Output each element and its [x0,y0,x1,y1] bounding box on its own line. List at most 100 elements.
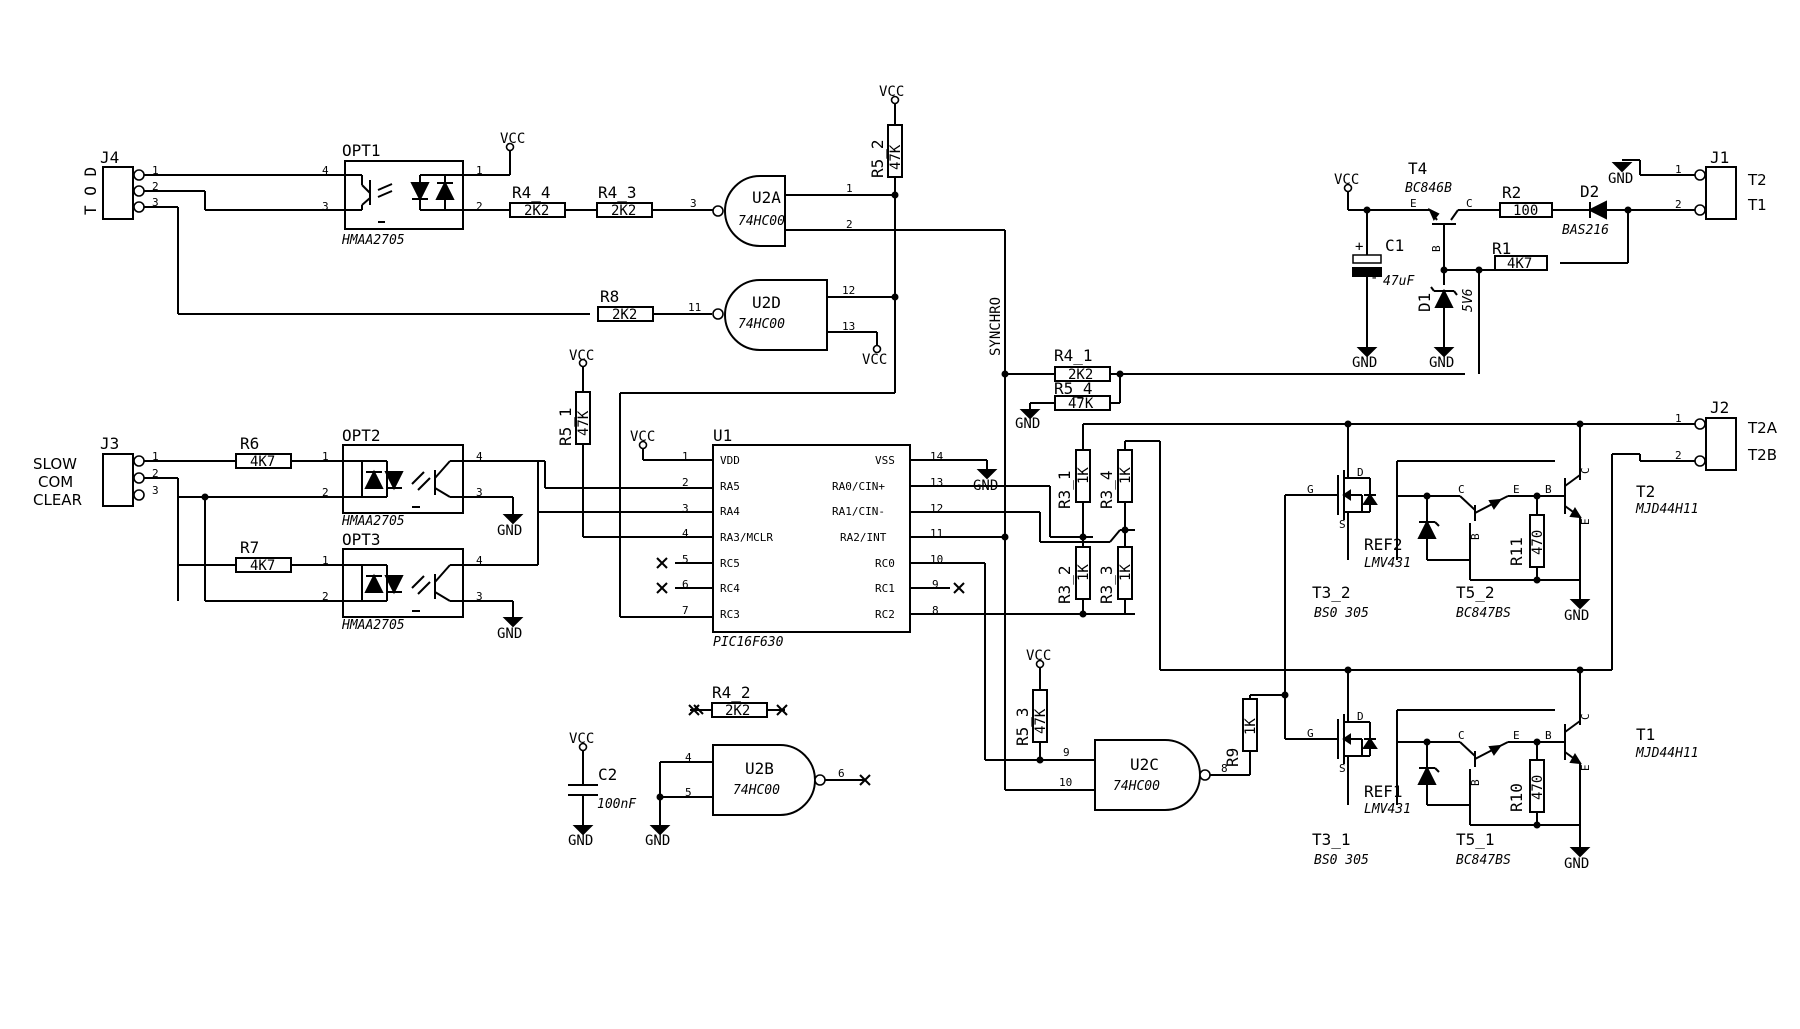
gnd-u2b: GND [645,833,670,849]
t3-1-d: D [1357,710,1364,723]
gnd-r5-4: GND [1015,416,1040,432]
u2d-in1: 12 [842,284,855,297]
r6-value: 4K7 [250,454,275,470]
t5-2-ref: T5_2 [1456,583,1495,602]
t5-1-part: BC847BS [1456,853,1511,868]
svg-text:2: 2 [1675,449,1682,462]
t4-b: B [1430,245,1443,252]
r10-ref: R10 [1507,783,1526,812]
opto-opt3: OPT3 HMAA2705 4 3 [341,530,483,633]
synchro-label: SYNCHRO [988,297,1004,356]
resistor-r5-3: 47K R5_3 [1013,689,1049,746]
r3-3-ref: R3_3 [1097,565,1116,604]
t5-2-part: BC847BS [1456,606,1511,621]
gnd-t2: GND [1564,608,1589,624]
u1-pin-vss: VSS [875,454,895,467]
svg-text:3: 3 [476,590,483,603]
r4-3-ref: R4_3 [598,183,637,202]
svg-text:+: + [1355,239,1363,255]
u2c-ref: U2C [1130,755,1159,774]
t1-part: MJD44H11 [1635,746,1699,761]
j2-ref: J2 [1710,398,1729,417]
u1-ref: U1 [713,426,732,445]
gnd-c1: GND [1352,355,1377,371]
svg-text:1: 1 [152,164,159,177]
t1-b-letter: B [1545,729,1552,742]
u2a-in1: 1 [846,182,853,195]
u1-pin-ra4: RA4 [720,505,740,518]
connector-j1: J1 1 2 T2 T1 [1675,148,1767,220]
resistor-r8: R8 2K2 [597,287,654,323]
svg-text:2: 2 [476,200,483,213]
c2-value: 100nF [597,797,637,812]
svg-text:3: 3 [322,200,329,213]
resistor-r10: 470 R10 [1507,759,1546,813]
mosfet-t3-2: G D S T3_2 BS0 305 [1307,466,1378,621]
t4-c: C [1466,197,1473,210]
svg-text:2: 2 [1675,198,1682,211]
r7-value: 4K7 [250,558,275,574]
opt2-part: HMAA2705 [341,514,405,529]
transistor-t1: B C E T1 MJD44H11 [1545,713,1699,771]
gnd-opt3: GND [497,626,522,642]
t3-1-ref: T3_1 [1312,830,1351,849]
r4-2-ref: R4_2 [712,683,751,702]
j1-ref: J1 [1710,148,1729,167]
j4-label: T O D [81,167,100,215]
t2-part: MJD44H11 [1635,502,1699,517]
resistor-r11: 470 R11 [1507,514,1546,568]
t2-b-letter: B [1545,483,1552,496]
ref2-part: LMV431 [1364,556,1411,571]
opt3-part: HMAA2705 [341,618,405,633]
d1-ref: D1 [1415,293,1434,312]
j3-line-1: SLOW [33,455,77,473]
r5-2-ref: R5_2 [868,139,887,178]
mosfet-t3-1: G D S T3_1 BS0 305 [1307,710,1378,868]
t5-1-ref: T5_1 [1456,830,1495,849]
r8-ref: R8 [600,287,619,306]
r5-3-value: 47K [1033,708,1049,734]
u2d-part: 74HC00 [738,317,785,332]
t1-e: E [1579,764,1592,771]
u2a-ref: U2A [752,188,781,207]
u1-pin-6: 6 [682,578,689,591]
connector-j3: SLOW COM CLEAR J3 1 2 3 [33,434,159,509]
svg-text:2: 2 [152,467,159,480]
j4-ref: J4 [100,148,119,167]
r4-4-value: 2K2 [524,203,549,219]
gate-u2d: U2D 74HC00 12 13 [712,279,855,351]
transistor-t5-2: C E B T5_2 BC847BS [1456,483,1520,621]
r11-value: 470 [1530,530,1546,555]
d2-ref: D2 [1580,182,1599,201]
resistor-r3-1: 1K R3_1 [1055,449,1092,509]
u1-pin-14: 14 [930,450,944,463]
r1-value: 4K7 [1507,256,1532,272]
j3-line-3: CLEAR [33,491,82,509]
gnd-opt2: GND [497,523,522,539]
u1-pin-1: 1 [682,450,689,463]
t3-1-part: BS0 305 [1314,853,1369,868]
u1-pin-2: 2 [682,476,689,489]
u1-pin-rc3: RC3 [720,608,740,621]
r4-4-ref: R4_4 [512,183,551,202]
r10-value: 470 [1530,775,1546,800]
r3-4-ref: R3_4 [1097,470,1116,509]
u2c-in2: 10 [1059,776,1072,789]
u1-pin-ra5: RA5 [720,480,740,493]
u1-pin-rc1: RC1 [875,582,895,595]
transistor-t4: T4 BC846B E C B [1405,159,1500,255]
t5-2-b: B [1469,533,1482,540]
resistor-r5-4: R5_4 47K [1054,379,1111,412]
t5-2-e: E [1513,483,1520,496]
u1-pin-rc5: RC5 [720,557,740,570]
u1-pin-5: 5 [682,553,689,566]
transistor-t2: B C E T2 MJD44H11 [1545,467,1699,525]
resistor-r3-2: 1K R3_2 [1055,546,1092,604]
vcc-t4: VCC [1334,172,1359,188]
t4-e: E [1410,197,1417,210]
r4-3-value: 2K2 [611,203,636,219]
gnd-t1: GND [1564,856,1589,872]
resistor-r4-1: R4_1 2K2 [1054,346,1111,383]
u1-pin-12: 12 [930,502,943,515]
opt1-ref: OPT1 [342,141,381,160]
